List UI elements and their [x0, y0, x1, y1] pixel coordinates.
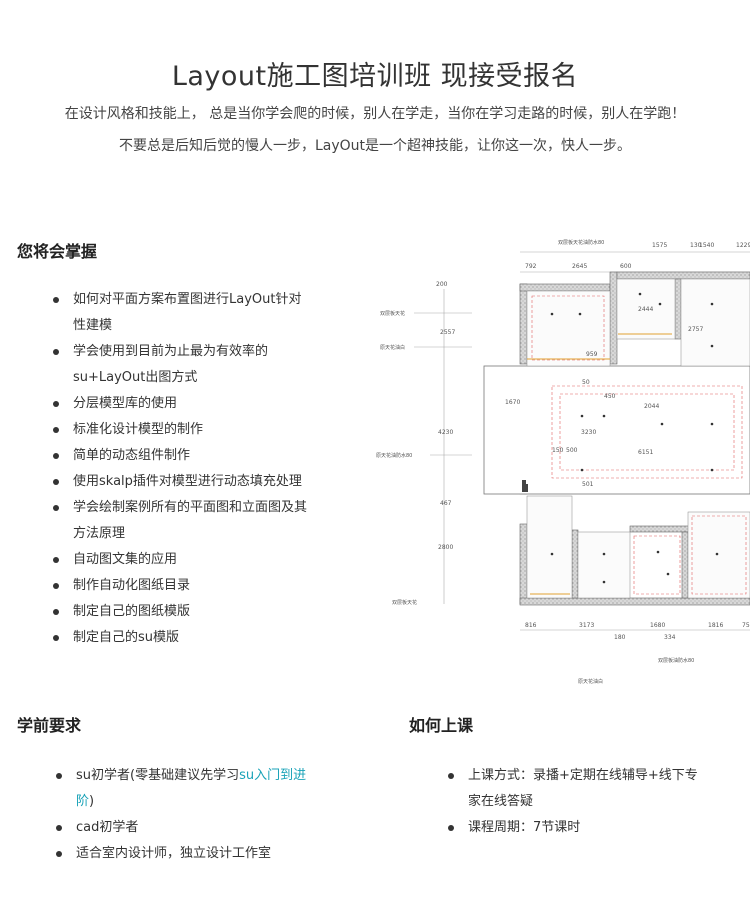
dim-label: 2557 [440, 329, 455, 336]
howto-heading: 如何上课 [409, 716, 474, 735]
list-item: 分层模型库的使用 [52, 391, 307, 417]
dim-label: 4230 [438, 429, 453, 436]
howto-list: 上课方式：录播+定期在线辅导+线下专家在线答疑 课程周期：7节课时 [447, 763, 698, 841]
dim-label: 792 [525, 263, 537, 270]
svg-text:双层板油防水80: 双层板油防水80 [658, 657, 694, 664]
svg-text:1670: 1670 [505, 399, 520, 406]
dim-label: 2645 [572, 263, 587, 270]
list-item: 学会绘制案例所有的平面图和立面图及其方法原理 [52, 495, 307, 547]
list-item: 课程周期：7节课时 [447, 815, 698, 841]
svg-text:2044: 2044 [644, 403, 659, 410]
svg-text:959: 959 [586, 351, 598, 358]
svg-text:原天花油白: 原天花油白 [578, 678, 603, 685]
list-item: 上课方式：录播+定期在线辅导+线下专家在线答疑 [447, 763, 698, 815]
dim-label: 1816 [708, 622, 723, 629]
dim-label: 130 [690, 242, 702, 249]
svg-text:2757: 2757 [688, 326, 703, 333]
list-item: 使用skalp插件对模型进行动态填充处理 [52, 469, 307, 495]
dim-label: 3173 [579, 622, 594, 629]
svg-text:501: 501 [582, 481, 594, 488]
dim-label: 180 [614, 634, 626, 641]
svg-text:6151: 6151 [638, 449, 653, 456]
dim-label: 334 [664, 634, 676, 641]
svg-text:双层板天花: 双层板天花 [392, 599, 417, 606]
prereq-list: su初学者(零基础建议先学习su入门到进阶) cad初学者 适合室内设计师，独立… [55, 763, 306, 867]
intro-line-1: 在设计风格和技能上， 总是当你学会爬的时候，别人在学走，当你在学习走路的时候，别… [64, 106, 686, 122]
svg-text:150: 150 [552, 447, 564, 454]
dim-label: 816 [525, 622, 537, 629]
dim-label: 200 [436, 281, 448, 288]
svg-text:50: 50 [582, 379, 590, 386]
dim-label: 1540 [699, 242, 714, 249]
svg-text:原天花油防水80: 原天花油防水80 [376, 452, 412, 459]
master-heading: 您将会掌握 [17, 242, 98, 261]
svg-text:3230: 3230 [581, 429, 596, 436]
list-item: 简单的动态组件制作 [52, 443, 307, 469]
dim-label: 1229 [736, 242, 750, 249]
prereq-heading: 学前要求 [17, 716, 82, 735]
dim-label: 2800 [438, 544, 453, 551]
dim-label: 467 [440, 500, 452, 507]
dim-label: 1680 [650, 622, 665, 629]
list-item: 如何对平面方案布置图进行LayOut针对性建模 [52, 287, 307, 339]
su-course-link-cont[interactable]: 阶 [76, 794, 90, 809]
list-item: 制作自动化图纸目录 [52, 573, 307, 599]
svg-text:原天花油白: 原天花油白 [380, 344, 405, 351]
svg-text:450: 450 [604, 393, 616, 400]
dim-label: 600 [620, 263, 632, 270]
list-item: 制定自己的图纸模版 [52, 599, 307, 625]
list-item: su初学者(零基础建议先学习su入门到进阶) [55, 763, 306, 815]
su-course-link[interactable]: su入门到进 [239, 768, 307, 783]
svg-text:2444: 2444 [638, 306, 653, 313]
list-item: cad初学者 [55, 815, 306, 841]
list-item: 自动图文集的应用 [52, 547, 307, 573]
svg-text:双层板天花油防水80: 双层板天花油防水80 [558, 239, 604, 246]
list-item: 适合室内设计师，独立设计工作室 [55, 841, 306, 867]
dim-label: 75 [742, 622, 750, 629]
list-item: 标准化设计模型的制作 [52, 417, 307, 443]
svg-text:500: 500 [566, 447, 578, 454]
list-item: 制定自己的su模版 [52, 625, 307, 651]
svg-text:双层板天花: 双层板天花 [380, 310, 405, 317]
dim-label: 1575 [652, 242, 667, 249]
intro-line-2: 不要总是后知后觉的慢人一步，LayOut是一个超神技能，让你这一次，快人一步。 [118, 138, 632, 154]
floor-plan-image: 792 2645 600 1575 130 1540 1229 200 2557… [372, 234, 750, 690]
page-title: Layout施工图培训班 现接受报名 [171, 61, 579, 92]
